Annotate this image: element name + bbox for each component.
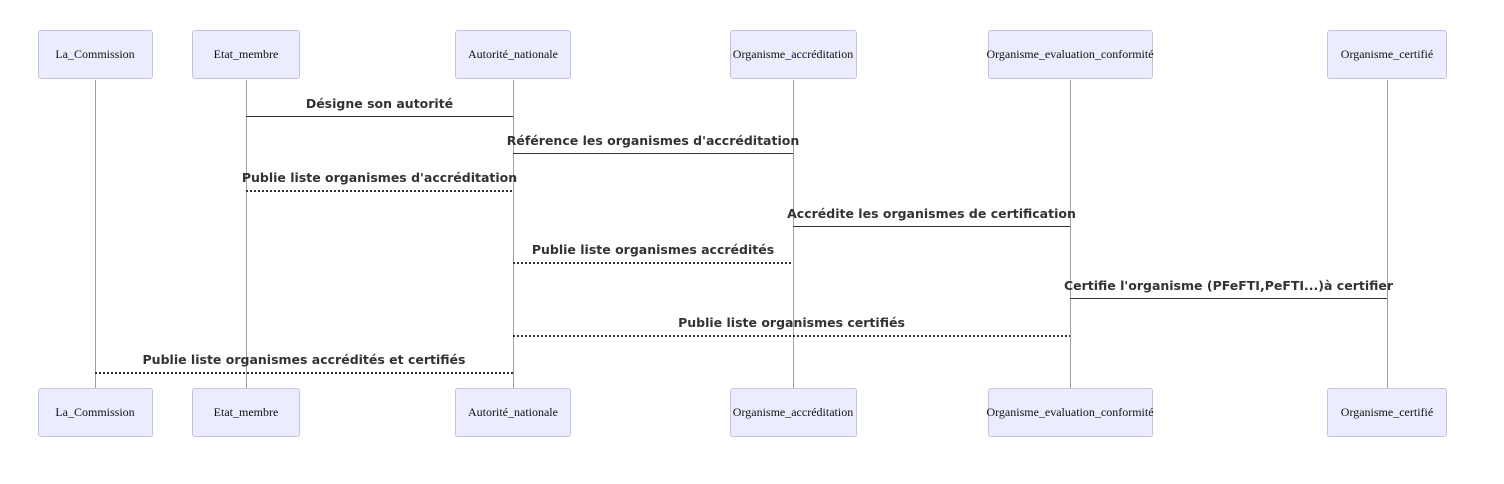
actor-label: Organisme_accréditation	[732, 405, 854, 419]
message-line	[246, 116, 513, 117]
message-label: Publie liste organismes d'accréditation	[241, 170, 518, 185]
actor-label: Etat_membre	[213, 405, 279, 419]
message-line	[246, 190, 513, 192]
actor-box-etat-membre-bottom: Etat_membre	[192, 388, 300, 437]
message-label: Publie liste organismes accrédités	[531, 242, 775, 257]
message-line	[1070, 298, 1387, 299]
message-label: Référence les organismes d'accréditation	[506, 133, 800, 148]
actor-box-autorite-nationale-bottom: Autorité_nationale	[455, 388, 571, 437]
lifeline-organisme-accreditation	[793, 80, 794, 389]
actor-label: Etat_membre	[213, 47, 279, 61]
actor-box-organisme-accreditation-top: Organisme_accréditation	[729, 30, 857, 79]
actor-label: La_Commission	[55, 405, 135, 419]
actor-label: Organisme_accréditation	[732, 47, 854, 61]
actor-box-la-commission-top: La_Commission	[37, 30, 153, 79]
actor-label: Organisme_certifié	[1340, 47, 1434, 61]
actor-box-organisme-certifie-bottom: Organisme_certifié	[1327, 388, 1447, 437]
actor-box-organisme-accreditation-bottom: Organisme_accréditation	[729, 388, 857, 437]
message-line	[513, 262, 793, 264]
actor-box-organisme-certifie-top: Organisme_certifié	[1327, 30, 1447, 79]
actor-label: Organisme_evaluation_conformité	[986, 47, 1154, 61]
lifeline-organisme-certifie	[1387, 80, 1388, 389]
actor-box-organisme-evaluation-conformite-bottom: Organisme_evaluation_conformité	[986, 388, 1154, 437]
actor-label: Organisme_evaluation_conformité	[986, 405, 1154, 419]
message-label: Désigne son autorité	[305, 96, 454, 111]
actor-box-la-commission-bottom: La_Commission	[37, 388, 153, 437]
message-line	[793, 226, 1070, 227]
actor-label: Autorité_nationale	[468, 47, 558, 61]
message-label: Accrédite les organismes de certificatio…	[787, 206, 1076, 221]
lifeline-autorite-nationale	[513, 80, 514, 389]
actor-box-etat-membre-top: Etat_membre	[192, 30, 300, 79]
lifeline-etat-membre	[246, 80, 247, 389]
actor-label: La_Commission	[55, 47, 135, 61]
actor-label: Organisme_certifié	[1340, 405, 1434, 419]
actor-label: Autorité_nationale	[468, 405, 558, 419]
actor-box-organisme-evaluation-conformite-top: Organisme_evaluation_conformité	[986, 30, 1154, 79]
message-label: Publie liste organismes certifiés	[678, 315, 905, 330]
message-line	[513, 335, 1070, 337]
message-label: Certifie l'organisme (PFeFTI,PeFTI...)à …	[1063, 278, 1394, 293]
actor-box-autorite-nationale-top: Autorité_nationale	[455, 30, 571, 79]
message-line	[513, 153, 793, 154]
message-label: Publie liste organismes accrédités et ce…	[142, 352, 466, 367]
lifeline-organisme-evaluation-conformite	[1070, 80, 1071, 389]
lifeline-la-commission	[95, 80, 96, 389]
message-line	[95, 372, 513, 374]
